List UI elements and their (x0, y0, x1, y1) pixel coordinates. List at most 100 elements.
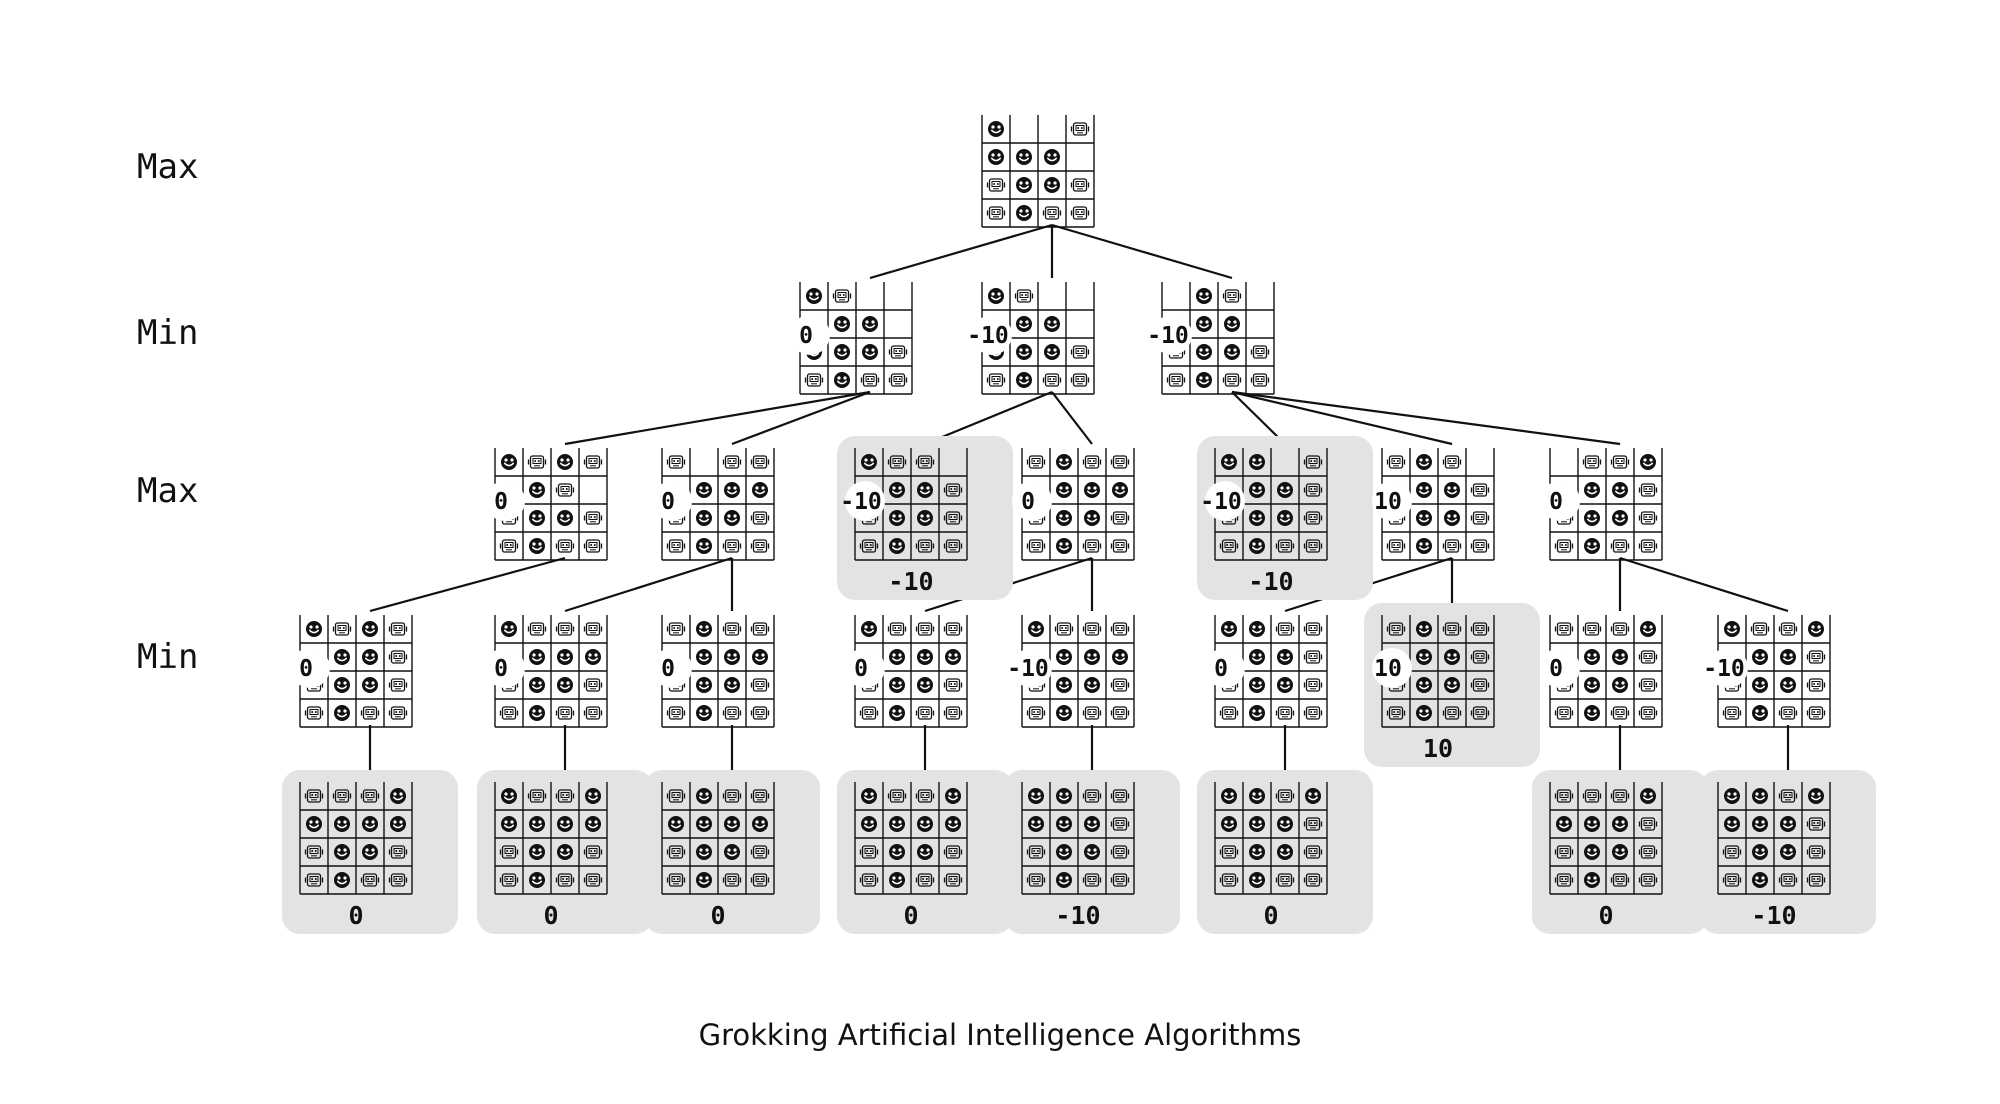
robot-piece-icon (304, 706, 324, 720)
robot-piece-icon (1610, 706, 1630, 720)
human-piece-icon (333, 843, 351, 861)
robot-piece-icon (499, 539, 519, 553)
score-badge-circle (652, 648, 692, 688)
robot-piece-icon (888, 345, 908, 359)
node-score: 0 (494, 656, 508, 682)
human-piece-icon (500, 620, 518, 638)
board-node: 0 (790, 282, 913, 395)
robot-piece-icon (1110, 511, 1130, 525)
human-piece-icon (333, 871, 351, 889)
robot-piece-icon (360, 706, 380, 720)
human-piece-icon (1195, 343, 1213, 361)
level-labels: Max Min Max Min (137, 147, 198, 677)
human-piece-icon (1248, 509, 1266, 527)
robot-piece-icon (722, 706, 742, 720)
board-node: 0 (1012, 448, 1135, 561)
human-piece-icon (361, 620, 379, 638)
robot-piece-icon (1638, 706, 1658, 720)
human-piece-icon (1220, 620, 1238, 638)
human-piece-icon (556, 815, 574, 833)
robot-piece-icon (1554, 706, 1574, 720)
human-piece-icon (1751, 704, 1769, 722)
robot-piece-icon (943, 678, 963, 692)
robot-piece-icon (1070, 178, 1090, 192)
human-piece-icon (1779, 815, 1797, 833)
robot-piece-icon (1026, 539, 1046, 553)
board-node: -10 (967, 282, 1095, 395)
human-piece-icon (500, 787, 518, 805)
human-piece-icon (584, 787, 602, 805)
human-piece-icon (1751, 871, 1769, 889)
game-board (981, 115, 1095, 228)
human-piece-icon (695, 843, 713, 861)
node-score: -10 (1200, 489, 1242, 515)
board-node: -10 (1700, 770, 1876, 934)
robot-piece-icon (1110, 622, 1130, 636)
human-piece-icon (1248, 815, 1266, 833)
human-piece-icon (1055, 787, 1073, 805)
human-piece-icon (1611, 843, 1629, 861)
robot-piece-icon (1470, 483, 1490, 497)
human-piece-icon (723, 676, 741, 694)
human-piece-icon (695, 509, 713, 527)
human-piece-icon (1443, 676, 1461, 694)
human-piece-icon (1248, 704, 1266, 722)
robot-piece-icon (1110, 678, 1130, 692)
robot-piece-icon (1470, 511, 1490, 525)
score-badge-circle (1708, 648, 1748, 688)
result-score: 0 (348, 901, 363, 930)
node-score-badge: 0 (652, 481, 692, 521)
robot-piece-icon (1110, 539, 1130, 553)
result-score: 0 (1598, 901, 1613, 930)
human-piece-icon (888, 648, 906, 666)
robot-piece-icon (1026, 455, 1046, 469)
human-piece-icon (1276, 509, 1294, 527)
human-piece-icon (1055, 704, 1073, 722)
human-piece-icon (695, 620, 713, 638)
result-score: 10 (1423, 734, 1453, 763)
human-piece-icon (833, 371, 851, 389)
score-badge-circle (790, 315, 830, 355)
node-score-badge: 0 (652, 648, 692, 688)
robot-piece-icon (1610, 455, 1630, 469)
node-score: -10 (840, 489, 882, 515)
board-node: 0 (837, 770, 1013, 934)
score-badge-circle (290, 648, 330, 688)
robot-piece-icon (555, 483, 575, 497)
tree-edge (869, 223, 1053, 280)
human-piece-icon (723, 509, 741, 527)
human-piece-icon (1111, 481, 1129, 499)
robot-piece-icon (1222, 289, 1242, 303)
human-piece-icon (1583, 537, 1601, 555)
human-piece-icon (1043, 315, 1061, 333)
robot-piece-icon (1026, 706, 1046, 720)
human-piece-icon (1276, 815, 1294, 833)
robot-piece-icon (388, 650, 408, 664)
robot-piece-icon (666, 455, 686, 469)
board-node: -10 (1703, 615, 1831, 728)
robot-piece-icon (888, 373, 908, 387)
human-piece-icon (500, 815, 518, 833)
game-board (981, 282, 1095, 395)
robot-piece-icon (388, 678, 408, 692)
robot-piece-icon (1082, 622, 1102, 636)
robot-piece-icon (750, 622, 770, 636)
human-piece-icon (528, 481, 546, 499)
human-piece-icon (751, 481, 769, 499)
robot-piece-icon (1222, 373, 1242, 387)
human-piece-icon (584, 648, 602, 666)
score-badge-circle (1205, 481, 1245, 521)
human-piece-icon (1415, 676, 1433, 694)
human-piece-icon (1443, 648, 1461, 666)
robot-piece-icon (555, 706, 575, 720)
node-score: 0 (661, 656, 675, 682)
level-label-max-middle: Max (137, 471, 198, 511)
human-piece-icon (333, 815, 351, 833)
human-piece-icon (1083, 843, 1101, 861)
robot-piece-icon (1610, 622, 1630, 636)
game-board (1549, 782, 1663, 895)
human-piece-icon (1027, 787, 1045, 805)
human-piece-icon (860, 787, 878, 805)
human-piece-icon (1639, 453, 1657, 471)
